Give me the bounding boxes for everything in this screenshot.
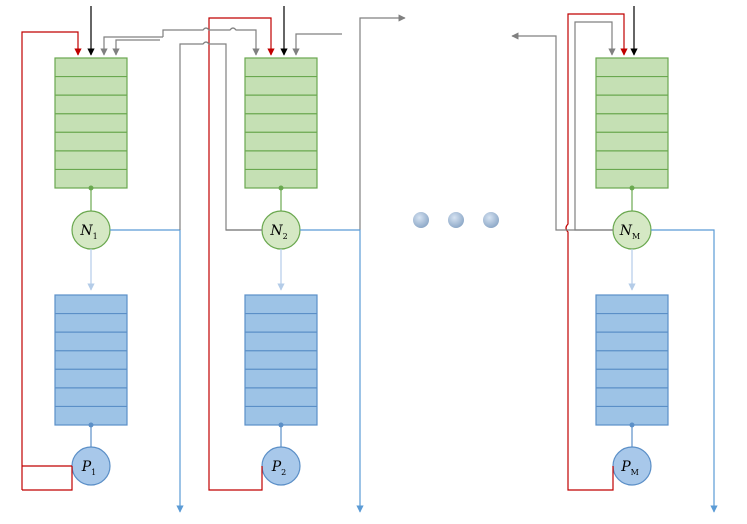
blue-queue-m [595,294,669,426]
red-feedback-1 [21,31,82,490]
grey-input-2b [162,27,260,56]
red-feedback-m [565,13,628,491]
node-p2-label: P [271,459,282,475]
green-queue-m-slots [596,75,668,171]
node-p1: P1 [71,446,111,486]
node-pm-sub: M [631,468,639,477]
blue-queue-1 [54,294,128,426]
column-1: N1 P1 [21,6,184,513]
green-queue-1-slots [55,75,127,171]
column-m: NM PM [511,6,718,513]
ellipsis-dot [483,212,499,228]
grey-input-1b [112,39,160,56]
node-p2-sub: 2 [281,468,286,477]
ellipsis-dots [413,212,499,228]
grey-arrow-right [359,14,406,230]
node-n1-sub: 1 [93,232,98,241]
grey-input-2c [292,33,342,56]
node-nm-sub: M [632,232,640,241]
node-pm: PM [612,446,652,486]
node-n2-label: N [269,223,283,239]
red-feedback-2 [208,17,275,491]
node-n2-sub: 2 [283,232,288,241]
blue-queue-2 [244,294,318,426]
svg-text:PM: PM [620,459,639,477]
ellipsis-dot [448,212,464,228]
ellipsis-dot [413,212,429,228]
green-queue-1 [54,57,128,189]
node-n1-label: N [79,223,93,239]
node-nm: NM [612,210,652,250]
grey-input-2a [179,41,262,231]
node-p2: P2 [261,446,301,486]
blue-output-2 [300,229,364,513]
green-queue-2 [244,57,318,189]
blue-queue-1-slots [55,312,127,408]
grey-input-1a [100,36,163,56]
svg-text:N1: N1 [79,223,97,241]
node-pm-label: P [620,459,631,475]
green-queue-2-slots [245,75,317,171]
node-nm-label: N [619,223,633,239]
node-n1: N1 [71,210,111,250]
node-p1-sub: 1 [91,468,96,477]
svg-text:P1: P1 [81,459,97,477]
column-2: N2 P2 [162,6,406,513]
blue-queue-m-slots [596,312,668,408]
green-queue-m [595,57,669,189]
node-p1-label: P [81,459,92,475]
blue-output-m [651,229,718,513]
svg-text:NM: NM [619,223,640,241]
svg-text:P2: P2 [271,459,287,477]
svg-text:N2: N2 [269,223,287,241]
node-n2: N2 [261,210,301,250]
grey-arrow-left [511,32,613,231]
blue-queue-2-slots [245,312,317,408]
